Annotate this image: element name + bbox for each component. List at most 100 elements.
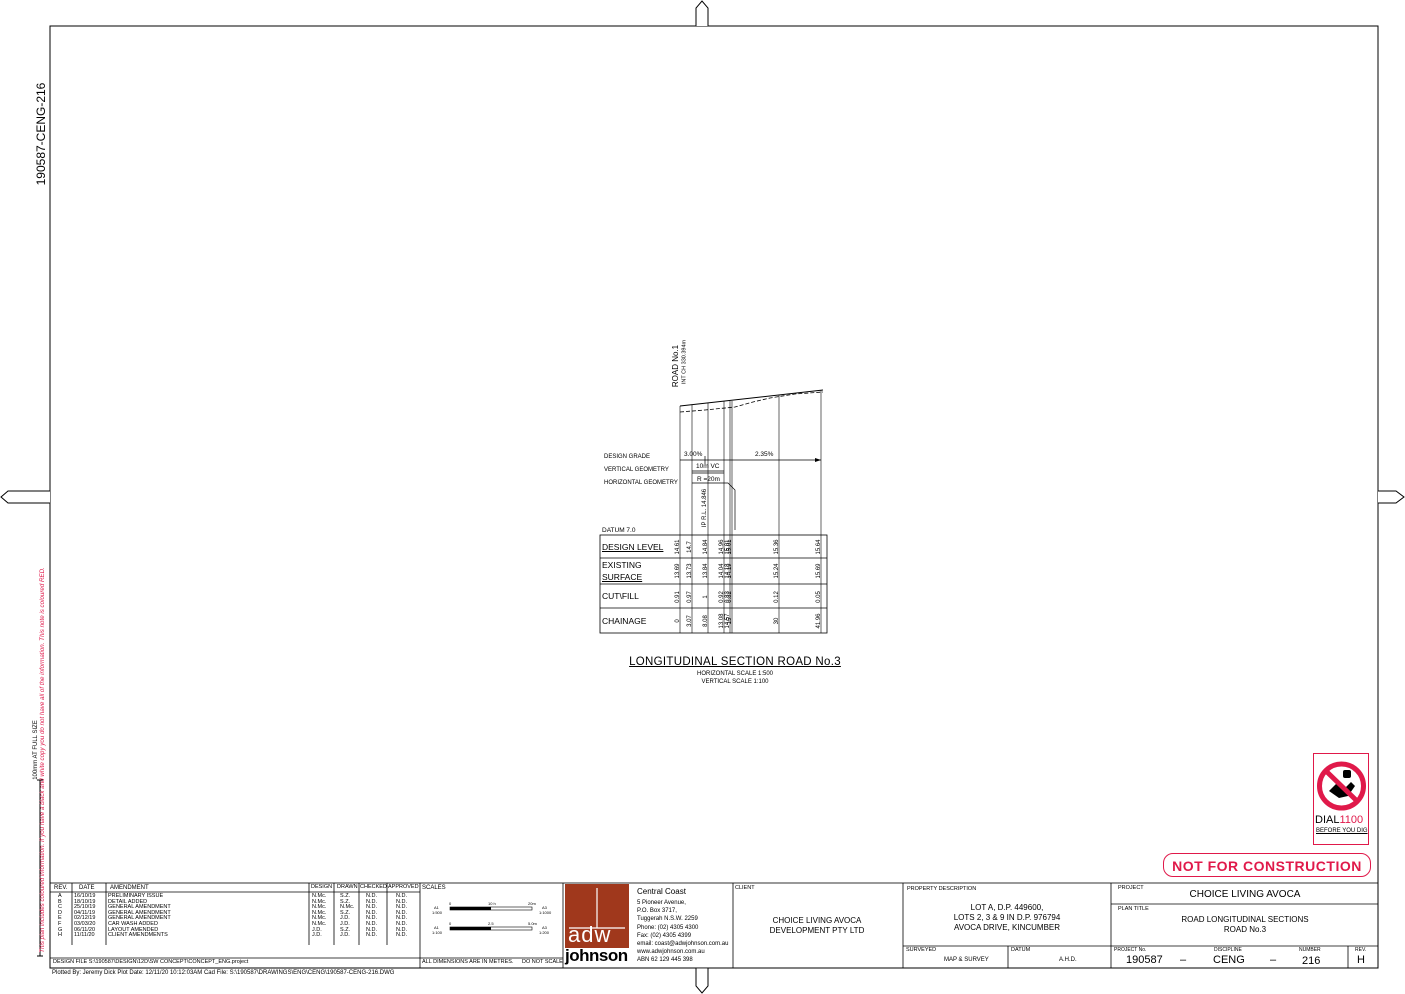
revision-checked: N.D. (366, 909, 377, 916)
revision-design: N.Mc. (312, 921, 327, 927)
scale1-mid: 10 h (488, 901, 496, 906)
revision-rev: D (58, 909, 62, 916)
revision-checked: N.D. (366, 921, 377, 927)
plan-title-label: PLAN TITLE (1118, 906, 1149, 912)
revision-checked: N.D. (366, 898, 377, 905)
scale-bars (449, 906, 533, 931)
revision-amendment: DETAIL ADDED (108, 898, 148, 905)
revision-design: N.Mc. (312, 898, 327, 905)
scale2-mid: 2.5 (488, 921, 494, 926)
revision-approved: N.D. (396, 926, 407, 933)
scale1-a1: A1 (434, 905, 439, 910)
revision-design: N.Mc. (312, 893, 327, 899)
scale1-ratio-left: 1:500 (432, 910, 443, 915)
revision-drawn: J.D. (340, 921, 350, 927)
property-label: PROPERTY DESCRIPTION (907, 886, 977, 892)
discipline-label: DISCIPLINE (1214, 947, 1242, 953)
revision-date: 25/10/19 (74, 904, 96, 911)
label-surface: SURFACE (602, 572, 643, 582)
hdr-scales: SCALES (422, 885, 446, 891)
datum-label: DATUM (1011, 947, 1031, 953)
revision-rev: G (58, 926, 63, 933)
client-line-2: DEVELOPMENT PTY LTD (769, 926, 865, 935)
revision-amendment: GENERAL AMENDMENT (108, 904, 171, 911)
revision-drawn: S.Z. (340, 893, 351, 899)
label-horizontal-geometry: HORIZONTAL GEOMETRY (604, 480, 678, 486)
label-vertical-geometry: VERTICAL GEOMETRY (604, 467, 669, 473)
revision-rev: H (58, 932, 62, 939)
revision-checked: N.D. (366, 932, 377, 939)
label-chainage: CHAINAGE (602, 616, 647, 626)
revision-rev: E (58, 915, 62, 922)
revision-drawn: S.Z. (340, 926, 351, 933)
revision-date: 18/10/19 (74, 898, 96, 905)
not-for-construction-stamp: NOT FOR CONSTRUCTION (1163, 853, 1371, 877)
revision-date: 16/10/19 (74, 893, 96, 899)
company-address-line: ABN 62 129 445 398 (637, 957, 693, 964)
revision-approved: N.D. (396, 921, 407, 927)
revision-approved: N.D. (396, 932, 407, 939)
grade-1: 3.00% (684, 451, 703, 458)
hdr-checked: CHECKED (360, 884, 387, 890)
hdr-drawn: DRAWN (337, 884, 358, 890)
revision-design: N.Mc. (312, 904, 327, 911)
dial-word: DIAL (1315, 814, 1340, 826)
label-design-level: DESIGN LEVEL (602, 542, 664, 552)
vertical-scale: VERTICAL SCALE 1:100 (701, 679, 769, 685)
revision-drawn: N.Mc. (340, 904, 355, 911)
revision-rev: C (58, 904, 62, 911)
rev-label: REV. (1355, 947, 1367, 953)
company-address-line: P.O. Box 3717, (637, 908, 677, 915)
revision-approved: N.D. (396, 893, 407, 899)
revision-amendment: GENERAL AMENDMENT (108, 915, 171, 922)
revision-amendment: GENERAL AMENDMENT (108, 909, 171, 916)
revision-checked: N.D. (366, 915, 377, 922)
grade-2: 2.35% (755, 451, 774, 458)
scale2-a1: A1 (434, 925, 439, 930)
number-label: NUMBER (1299, 947, 1321, 953)
revision-checked: N.D. (366, 893, 377, 899)
scale1-ratio-right: 1:1000 (539, 910, 552, 915)
before-you-dig: BEFORE YOU DIG (1316, 828, 1368, 834)
revision-drawn: J.D. (340, 915, 350, 922)
no-dig-icon (1317, 761, 1366, 811)
section-title: LONGITUDINAL SECTION ROAD No.3 (629, 656, 841, 668)
discipline: CENG (1213, 954, 1245, 966)
label-design-grade: DESIGN GRADE (604, 454, 651, 460)
label-existing: EXISTING (602, 560, 642, 570)
scale1-a3: A3 (542, 905, 547, 910)
datum-value: A.H.D. (1059, 957, 1077, 963)
plotted-info: Plotted By: Jeremy Dick Plot Date: 12/11… (52, 970, 395, 976)
revision-checked: N.D. (366, 926, 377, 933)
do-not-scale: DO NOT SCALE (522, 959, 563, 965)
plan-title-2: ROAD No.3 (1223, 925, 1267, 934)
revision-date: 06/11/20 (74, 926, 96, 933)
label-datum: DATUM 7.0 (602, 527, 636, 534)
revision-design: J.D. (312, 932, 322, 939)
hdr-rev: REV. (54, 885, 68, 891)
logo-johnson: johnson (565, 946, 628, 965)
dial-text: DIAL1100 (1315, 815, 1363, 826)
plan-title-1: ROAD LONGITUDINAL SECTIONS (1181, 915, 1309, 924)
revision-amendment: CLIENT AMENDMENTS (108, 932, 168, 939)
rev-value: H (1357, 954, 1365, 966)
revision-drawn: J.D. (340, 932, 350, 939)
revision-design: N.Mc. (312, 909, 327, 916)
revision-approved: N.D. (396, 915, 407, 922)
dimensions-note: ALL DIMENSIONS ARE IN METRES. (422, 959, 514, 965)
surveyed-label: SURVEYED (906, 947, 937, 953)
revision-date: 04/11/19 (74, 909, 96, 916)
dial-before-you-dig: DIAL1100 BEFORE YOU DIG (1313, 753, 1369, 845)
scale1-zero: 0 (449, 901, 452, 906)
project-label: PROJECT (1118, 885, 1144, 891)
revision-approved: N.D. (396, 904, 407, 911)
revision-amendment: PRELIMINARY ISSUE (108, 893, 164, 899)
revision-date: 03/03/20 (74, 921, 96, 927)
hdr-amendment: AMENDMENT (110, 885, 149, 891)
revision-design: J.D. (312, 926, 322, 933)
company-address-line: email: coast@adwjohnson.com.au (637, 941, 729, 947)
vertical-curve: 10m VC (696, 463, 720, 470)
company-address-line: Phone: (02) 4305 4300 (637, 924, 699, 931)
logo-adw: adw (568, 922, 612, 947)
company-address-line: 5 Pioneer Avenue, (637, 900, 686, 906)
